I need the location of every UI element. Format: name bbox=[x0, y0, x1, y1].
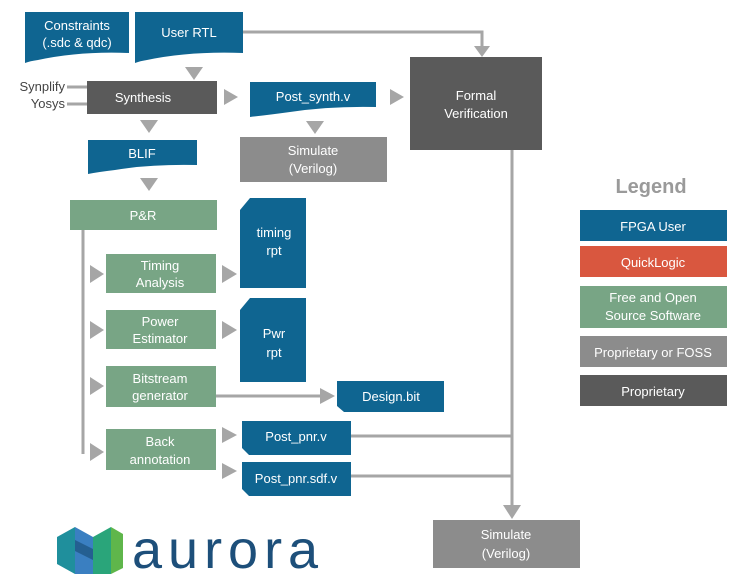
simulate-node-2[interactable]: Simulate (Verilog) bbox=[433, 520, 580, 568]
legend-label: Free and Open bbox=[609, 290, 696, 305]
constraints-node[interactable]: Constraints (.sdc & qdc) bbox=[25, 12, 129, 63]
post-pnr-sdf-node[interactable]: Post_pnr.sdf.v bbox=[242, 462, 351, 496]
legend-label: Proprietary or FOSS bbox=[594, 345, 712, 360]
arrow-postsynth-formal bbox=[390, 89, 404, 105]
formal-line2: Verification bbox=[444, 106, 508, 121]
formal-verification-node[interactable]: Formal Verification bbox=[410, 57, 542, 150]
legend-swatch bbox=[580, 336, 727, 367]
design-bit-label: Design.bit bbox=[362, 389, 420, 404]
arrow-branch-timing bbox=[90, 265, 104, 283]
user-rtl-label: User RTL bbox=[161, 25, 216, 40]
synthesis-label: Synthesis bbox=[115, 90, 172, 105]
legend-item-proprietary: Proprietary bbox=[580, 375, 727, 406]
pwr-rpt-node[interactable]: Pwr rpt bbox=[240, 298, 306, 382]
legend-label: QuickLogic bbox=[621, 255, 686, 270]
yosys-label: Yosys bbox=[31, 96, 66, 111]
pr-node[interactable]: P&R bbox=[70, 200, 217, 230]
legend-label: FPGA User bbox=[620, 219, 686, 234]
rtl-to-formal-line bbox=[243, 30, 484, 46]
legend-item-fpga-user: FPGA User bbox=[580, 210, 727, 241]
pr-label: P&R bbox=[130, 208, 157, 223]
arrow-branch-bitstream bbox=[90, 377, 104, 395]
aurora-logo-text: aurora bbox=[132, 520, 324, 580]
post-synth-label: Post_synth.v bbox=[276, 89, 351, 104]
constraints-line1: Constraints bbox=[44, 18, 110, 33]
legend-label: Proprietary bbox=[621, 384, 685, 399]
blif-label: BLIF bbox=[128, 146, 156, 161]
timing-rpt-line1: timing bbox=[257, 225, 292, 240]
timing-rpt-line2: rpt bbox=[266, 243, 282, 258]
back-annotation-line2: annotation bbox=[130, 452, 191, 467]
timing-analysis-line1: Timing bbox=[141, 258, 180, 273]
post-pnr-node[interactable]: Post_pnr.v bbox=[242, 421, 351, 455]
timing-analysis-line2: Analysis bbox=[136, 275, 185, 290]
bitstream-generator-node[interactable]: Bitstream generator bbox=[106, 366, 216, 407]
design-bit-node[interactable]: Design.bit bbox=[337, 381, 444, 412]
arrow-rtl-synthesis bbox=[185, 67, 203, 80]
arrow-to-simulate2 bbox=[503, 505, 521, 519]
legend-swatch bbox=[580, 210, 727, 241]
timing-rpt-node[interactable]: timing rpt bbox=[240, 198, 306, 288]
arrow-branch-back bbox=[90, 443, 104, 461]
arrow-branch-power bbox=[90, 321, 104, 339]
legend-swatch bbox=[580, 375, 727, 406]
simulate2-line2: (Verilog) bbox=[482, 546, 530, 561]
legend-item-quicklogic: QuickLogic bbox=[580, 246, 727, 277]
post-pnr-sdf-label: Post_pnr.sdf.v bbox=[255, 471, 338, 486]
aurora-logo-icon bbox=[57, 527, 123, 574]
synthesis-node[interactable]: Synthesis bbox=[87, 81, 217, 114]
legend-swatch bbox=[580, 246, 727, 277]
aurora-logo: aurora bbox=[57, 520, 324, 580]
constraints-line2: (.sdc & qdc) bbox=[42, 35, 111, 50]
legend-swatch bbox=[580, 286, 727, 328]
arrow-postsynth-simulate bbox=[306, 121, 324, 134]
formal-line1: Formal bbox=[456, 88, 497, 103]
simulate1-line2: (Verilog) bbox=[289, 161, 337, 176]
pwr-rpt-line2: rpt bbox=[266, 345, 282, 360]
power-estimator-line2: Estimator bbox=[133, 331, 189, 346]
arrow-to-designbit bbox=[320, 388, 335, 404]
arrow-timing-rpt bbox=[222, 265, 237, 283]
bitstream-line2: generator bbox=[132, 388, 188, 403]
legend-label: Source Software bbox=[605, 308, 701, 323]
blif-node[interactable]: BLIF bbox=[88, 140, 197, 174]
arrow-rtl-formal bbox=[474, 46, 490, 57]
arrowheads bbox=[90, 46, 521, 519]
power-estimator-line1: Power bbox=[142, 314, 180, 329]
back-annotation-line1: Back bbox=[146, 434, 175, 449]
simulate2-line1: Simulate bbox=[481, 527, 532, 542]
bitstream-line1: Bitstream bbox=[133, 371, 188, 386]
simulate1-line1: Simulate bbox=[288, 143, 339, 158]
legend-title: Legend bbox=[615, 176, 686, 198]
post-pnr-label: Post_pnr.v bbox=[265, 429, 327, 444]
simulate-node-1[interactable]: Simulate (Verilog) bbox=[240, 137, 387, 182]
nodes: Constraints (.sdc & qdc) User RTL Post_s… bbox=[25, 12, 580, 568]
arrow-power-pwr bbox=[222, 321, 237, 339]
arrow-blif-pr bbox=[140, 178, 158, 191]
back-annotation-node[interactable]: Back annotation bbox=[106, 429, 216, 470]
user-rtl-node[interactable]: User RTL bbox=[135, 12, 243, 63]
legend-item-prop-or-foss: Proprietary or FOSS bbox=[580, 336, 727, 367]
pwr-rpt-line1: Pwr bbox=[263, 326, 286, 341]
arrow-back-sdf bbox=[222, 463, 237, 479]
legend-item-foss: Free and Open Source Software bbox=[580, 286, 727, 328]
arrow-back-postpnr bbox=[222, 427, 237, 443]
post-synth-node[interactable]: Post_synth.v bbox=[250, 82, 376, 117]
timing-analysis-node[interactable]: Timing Analysis bbox=[106, 254, 216, 293]
connectors bbox=[67, 30, 514, 506]
arrow-synth-blif bbox=[140, 120, 158, 133]
arrow-synth-postsynth bbox=[224, 89, 238, 105]
power-estimator-node[interactable]: Power Estimator bbox=[106, 310, 216, 349]
synplify-label: Synplify bbox=[19, 79, 65, 94]
legend: Legend FPGA User QuickLogic Free and Ope… bbox=[580, 176, 727, 406]
